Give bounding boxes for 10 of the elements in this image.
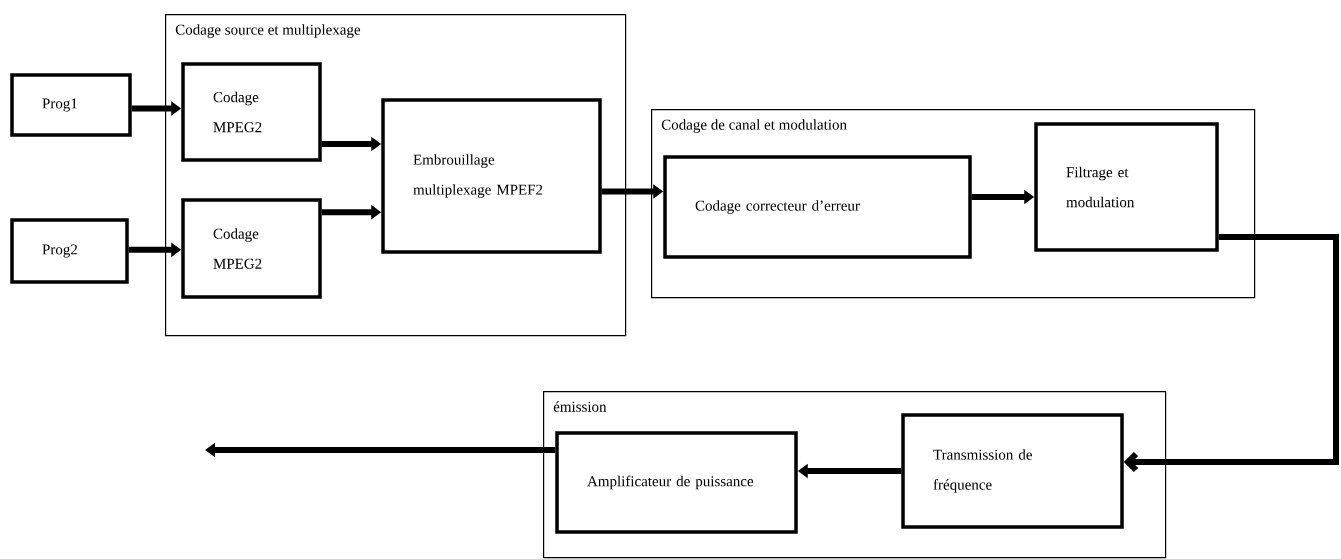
process-box: Amplificateur de puissance [555,431,798,534]
process-box: Codage correcteur d’erreur [663,155,972,259]
arrow [1123,234,1339,473]
process-box: Filtrage et modulation [1034,122,1219,252]
process-box: Codage MPEG2 [181,62,322,162]
process-box: Transmission de fréquence [901,413,1124,529]
process-box: Embrouillage multiplexage MPEF2 [381,98,602,254]
process-box: Codage MPEG2 [181,198,322,299]
process-box: Prog1 [10,73,132,137]
process-box: Prog2 [10,218,129,284]
